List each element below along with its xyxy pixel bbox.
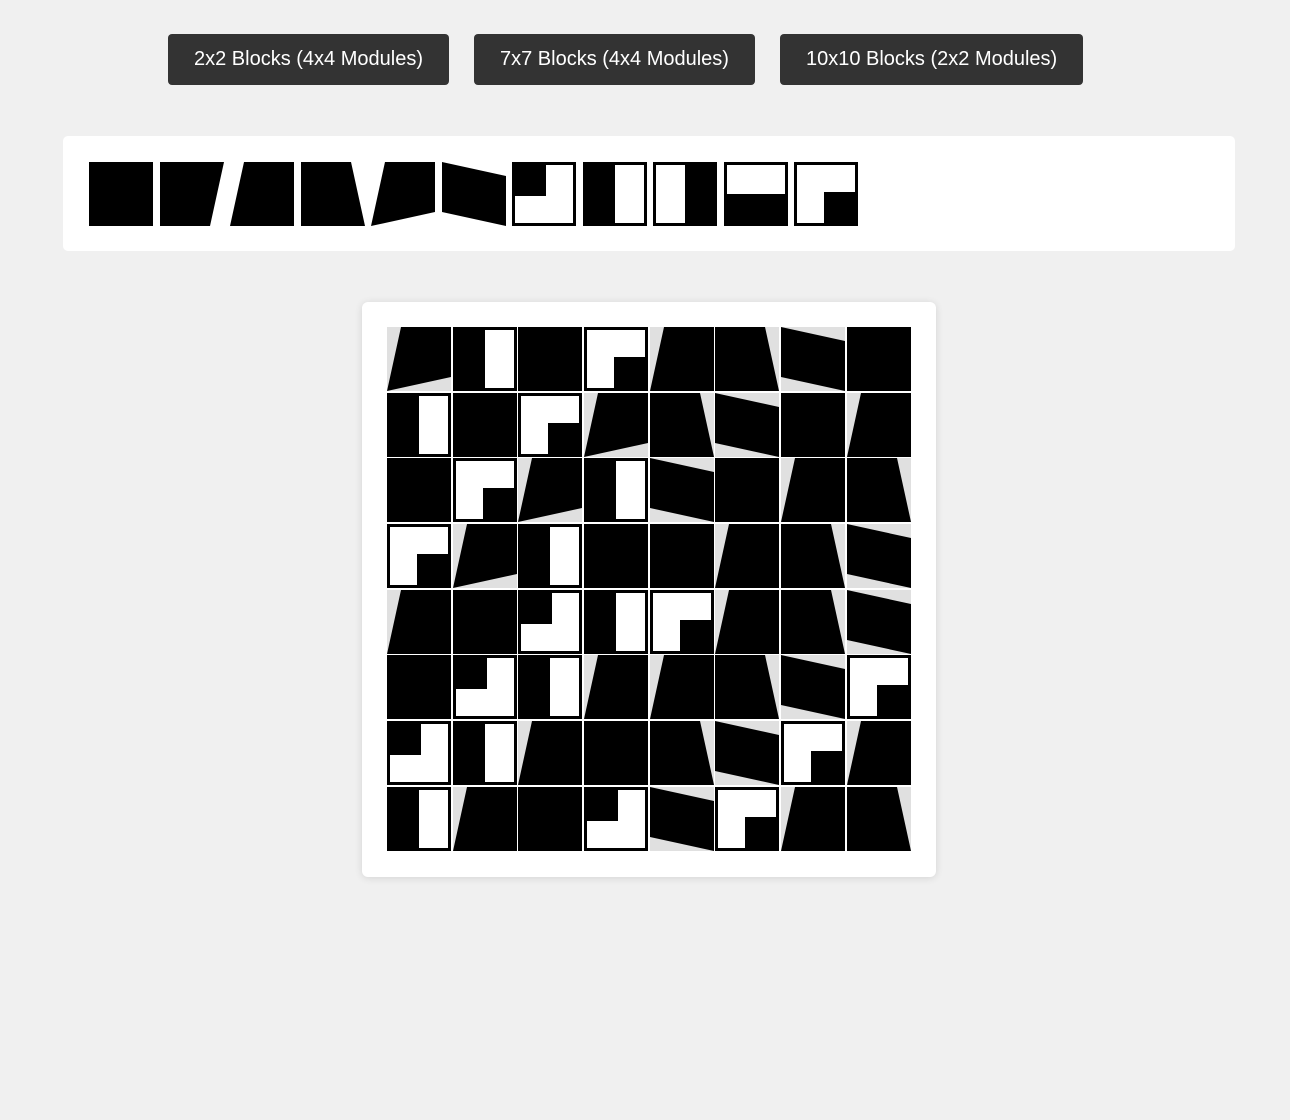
board-cell-trap-b[interactable] — [715, 524, 780, 589]
board-cell-bar-right[interactable] — [518, 655, 583, 720]
board-cell-trap-e[interactable] — [715, 721, 780, 786]
board-cell-trap-e[interactable] — [781, 327, 846, 391]
board-cell-bar-right[interactable] — [584, 458, 649, 523]
board-cell-trap-d[interactable] — [387, 327, 451, 391]
board-cell-trap-d[interactable] — [518, 458, 583, 523]
palette-tile-trap-c[interactable] — [300, 162, 365, 226]
blocks-10x10-button[interactable]: 10x10 Blocks (2x2 Modules) — [779, 34, 1084, 85]
palette-tile-trap-b[interactable] — [230, 162, 294, 226]
palette-tile-trap-d[interactable] — [371, 162, 435, 226]
board-cell-square[interactable] — [452, 392, 517, 457]
board-cell-trap-c[interactable] — [781, 524, 846, 589]
board-cell-square[interactable] — [518, 786, 583, 851]
board-cell-trap-b[interactable] — [649, 655, 714, 720]
board-cell-l-tr[interactable] — [649, 589, 714, 654]
palette-tile-bar-right[interactable] — [582, 162, 647, 226]
board-cell-trap-c[interactable] — [715, 655, 780, 720]
tile-board — [387, 327, 911, 851]
board-cell-bar-right[interactable] — [584, 589, 649, 654]
board-cell-l-bl[interactable] — [518, 589, 583, 654]
board-cell-trap-c[interactable] — [649, 721, 714, 786]
board-cell-square[interactable] — [584, 524, 649, 589]
board-cell-l-tr[interactable] — [452, 458, 517, 523]
board-cell-trap-d[interactable] — [584, 392, 649, 457]
board-cell-bar-right[interactable] — [452, 721, 517, 786]
palette-tile-trap-e[interactable] — [441, 162, 506, 226]
board-cell-bar-right[interactable] — [452, 327, 517, 391]
board-cell-trap-b[interactable] — [584, 655, 649, 720]
board-cell-trap-e[interactable] — [846, 524, 911, 589]
board-cell-bar-right[interactable] — [387, 786, 451, 851]
board-cell-square[interactable] — [387, 655, 451, 720]
board-cell-trap-d[interactable] — [452, 524, 517, 589]
board-cell-trap-b[interactable] — [518, 721, 583, 786]
board-cell-trap-b[interactable] — [387, 589, 451, 654]
board-cell-l-bl[interactable] — [387, 721, 451, 786]
board-cell-trap-b[interactable] — [715, 589, 780, 654]
blocks-7x7-button[interactable]: 7x7 Blocks (4x4 Modules) — [473, 34, 755, 85]
board-cell-trap-c[interactable] — [649, 392, 714, 457]
board-cell-trap-c[interactable] — [846, 458, 911, 523]
board-cell-trap-e[interactable] — [649, 786, 714, 851]
board-cell-square[interactable] — [387, 458, 451, 523]
board-cell-square[interactable] — [781, 392, 846, 457]
board-cell-l-bl[interactable] — [452, 655, 517, 720]
palette-tile-bar-top[interactable] — [723, 162, 788, 226]
board-cell-l-bl[interactable] — [584, 786, 649, 851]
board-cell-trap-c[interactable] — [846, 786, 911, 851]
board-cell-square[interactable] — [715, 458, 780, 523]
board-cell-square[interactable] — [584, 721, 649, 786]
palette-tile-trap-a[interactable] — [159, 162, 224, 226]
palette-tile-l-tr[interactable] — [794, 162, 858, 226]
board-cell-l-tr[interactable] — [584, 327, 649, 391]
board-cell-square[interactable] — [649, 524, 714, 589]
board-cell-trap-b[interactable] — [781, 786, 846, 851]
board-cell-l-tr[interactable] — [781, 721, 846, 786]
board-cell-trap-b[interactable] — [846, 721, 911, 786]
palette-tile-l-bl[interactable] — [512, 162, 576, 226]
board-cell-l-tr[interactable] — [518, 392, 583, 457]
palette-tile-square[interactable] — [89, 162, 153, 226]
board-panel — [362, 302, 936, 877]
board-cell-trap-e[interactable] — [846, 589, 911, 654]
palette-tile-bar-left[interactable] — [653, 162, 717, 226]
board-cell-bar-right[interactable] — [387, 392, 451, 457]
palette-row — [89, 162, 1209, 226]
board-cell-l-tr[interactable] — [387, 524, 451, 589]
blocks-2x2-button[interactable]: 2x2 Blocks (4x4 Modules) — [168, 34, 449, 85]
board-cell-trap-c[interactable] — [781, 589, 846, 654]
board-cell-trap-e[interactable] — [649, 458, 714, 523]
board-cell-trap-b[interactable] — [452, 786, 517, 851]
board-cell-bar-right[interactable] — [518, 524, 583, 589]
board-cell-l-tr[interactable] — [715, 786, 780, 851]
board-cell-l-tr[interactable] — [846, 655, 911, 720]
board-cell-trap-b[interactable] — [649, 327, 714, 391]
board-cell-trap-b[interactable] — [781, 458, 846, 523]
board-cell-square[interactable] — [846, 327, 911, 391]
board-cell-square[interactable] — [452, 589, 517, 654]
board-cell-square[interactable] — [518, 327, 583, 391]
board-cell-trap-e[interactable] — [781, 655, 846, 720]
board-cell-trap-b[interactable] — [846, 392, 911, 457]
board-cell-trap-c[interactable] — [715, 327, 780, 391]
board-cell-trap-e[interactable] — [715, 392, 780, 457]
toolbar: 2x2 Blocks (4x4 Modules) 7x7 Blocks (4x4… — [168, 34, 1084, 85]
tile-palette — [63, 136, 1235, 251]
